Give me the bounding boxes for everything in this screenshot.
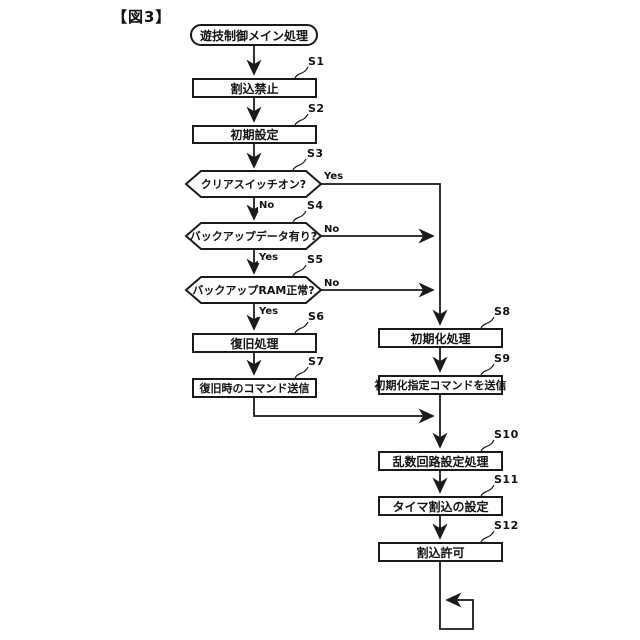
- decision-s3: クリアスイッチオン?: [200, 178, 307, 191]
- loop-back-line: [439, 562, 474, 630]
- process-s2: 初期設定: [192, 125, 317, 144]
- tag-leader-s3: [292, 158, 307, 171]
- figure-label: 【図3】: [112, 8, 172, 26]
- tag-leader-s10: [480, 439, 495, 452]
- step-tag-s7: S7: [308, 355, 325, 368]
- tag-leader-s9: [480, 363, 495, 376]
- step-tag-s4: S4: [307, 199, 324, 212]
- branch-label-s5-yes: Yes: [258, 306, 280, 317]
- tag-leader-s1: [294, 66, 309, 79]
- step-tag-s11: S11: [494, 473, 519, 486]
- process-s6: 復旧処理: [192, 333, 317, 353]
- step-tag-s2: S2: [308, 102, 325, 115]
- node-label: 初期設定: [230, 128, 279, 142]
- tag-leader-s12: [480, 530, 495, 543]
- decision-s4: バックアップデータ有り?: [189, 230, 318, 243]
- branch-label-s3-no: No: [258, 200, 276, 211]
- node-label: 割込禁止: [230, 81, 279, 96]
- start-node: 遊技制御メイン処理: [190, 24, 318, 46]
- step-tag-s3: S3: [307, 147, 324, 160]
- arrow-s7-join: [253, 398, 435, 424]
- process-s7: 復旧時のコマンド送信: [192, 378, 317, 398]
- process-s1: 割込禁止: [192, 78, 317, 98]
- tag-leader-s7: [294, 366, 309, 379]
- tag-leader-s11: [480, 484, 495, 497]
- node-label: 割込許可: [416, 545, 465, 560]
- step-tag-s9: S9: [494, 352, 511, 365]
- process-s10: 乱数回路設定処理: [378, 451, 503, 471]
- branch-label-s5-no: No: [323, 278, 341, 289]
- process-s12: 割込許可: [378, 542, 503, 562]
- decision-s5: バックアップRAM正常?: [192, 284, 315, 297]
- node-label: 初期化処理: [410, 331, 471, 346]
- tag-leader-s5: [292, 264, 307, 277]
- node-label: 乱数回路設定処理: [392, 454, 489, 469]
- step-tag-s10: S10: [494, 428, 519, 441]
- tag-leader-s6: [294, 321, 309, 334]
- tag-leader-s2: [294, 113, 309, 126]
- tag-leader-s8: [480, 316, 495, 329]
- process-s9: 初期化指定コマンドを送信: [375, 375, 507, 395]
- node-label: タイマ割込の設定: [392, 499, 489, 514]
- step-tag-s5: S5: [307, 253, 324, 266]
- branch-label-s4-no: No: [323, 224, 341, 235]
- tag-leader-s4: [292, 210, 307, 223]
- step-tag-s1: S1: [308, 55, 325, 68]
- process-s11: タイマ割込の設定: [378, 496, 503, 516]
- branch-label-s4-yes: Yes: [258, 252, 280, 263]
- node-label: 復旧処理: [230, 336, 279, 351]
- node-label: 初期化指定コマンドを送信: [374, 379, 507, 392]
- step-tag-s12: S12: [494, 519, 519, 532]
- process-s8: 初期化処理: [378, 328, 503, 348]
- step-tag-s8: S8: [494, 305, 511, 318]
- step-tag-s6: S6: [308, 310, 325, 323]
- arrow-s3-yes-to-s8: [321, 183, 448, 326]
- start-node-label: 遊技制御メイン処理: [199, 28, 308, 43]
- node-label: 復旧時のコマンド送信: [199, 382, 310, 395]
- branch-label-s3-yes: Yes: [323, 171, 345, 182]
